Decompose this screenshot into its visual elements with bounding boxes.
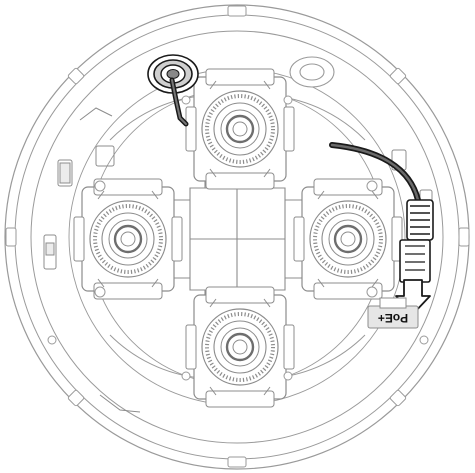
secondary-grommet bbox=[289, 56, 335, 88]
insert-arrow bbox=[395, 279, 431, 315]
poe-label: PoE+ bbox=[378, 311, 408, 325]
rj45-connector bbox=[399, 199, 434, 283]
lens-module-right bbox=[292, 177, 404, 301]
lens-module-bottom bbox=[184, 285, 296, 409]
housing-tabs bbox=[5, 5, 470, 468]
center-cross-plate bbox=[172, 170, 302, 305]
cable-grommet bbox=[147, 54, 199, 94]
lens-module-left bbox=[72, 177, 184, 301]
poe-port: PoE+ bbox=[367, 297, 419, 329]
screw-holes bbox=[47, 95, 429, 381]
lens-module-top bbox=[184, 67, 296, 191]
